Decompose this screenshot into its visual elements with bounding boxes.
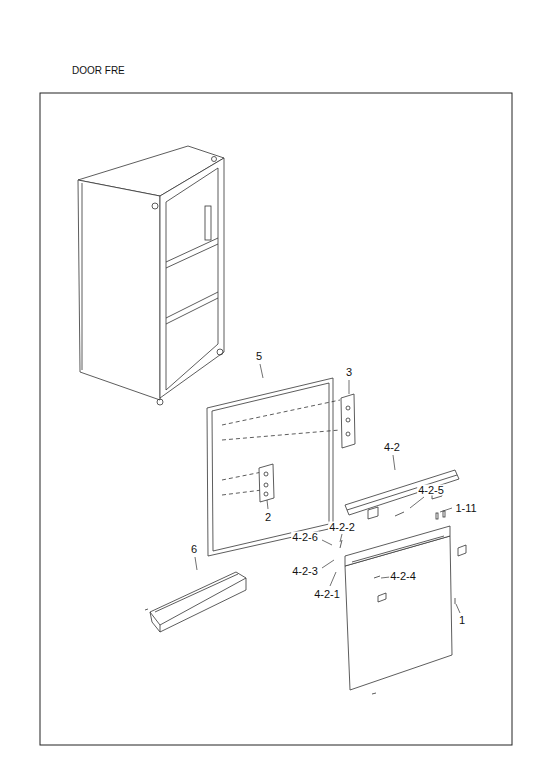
callout-number: 1-11 (454, 503, 477, 514)
callout-number: 3 (345, 367, 353, 378)
callout-number: 2 (264, 512, 272, 523)
callout-number: 5 (255, 351, 263, 362)
callout-number: 1 (458, 615, 466, 626)
callout-number: 4-2-2 (328, 522, 356, 533)
leader-lines (195, 364, 460, 613)
door-gasket (207, 378, 340, 556)
callout-number: 4-2-3 (291, 566, 319, 577)
hinge-left (259, 464, 274, 502)
callout-number: 4-2-6 (291, 532, 319, 543)
door-bin (145, 572, 246, 632)
callout-number: 4-2-4 (389, 571, 417, 582)
door-panel (340, 511, 466, 694)
door-handle-bar (345, 470, 459, 519)
fridge-cabinet (78, 146, 224, 405)
callout-number: 4-2-5 (417, 485, 445, 496)
callout-number: 6 (190, 544, 198, 555)
callout-number: 4-2 (383, 442, 401, 453)
page-title: DOOR FRE (72, 66, 125, 76)
hinge-right (341, 394, 355, 448)
frame-border (40, 93, 512, 745)
callout-number: 4-2-1 (313, 589, 341, 600)
